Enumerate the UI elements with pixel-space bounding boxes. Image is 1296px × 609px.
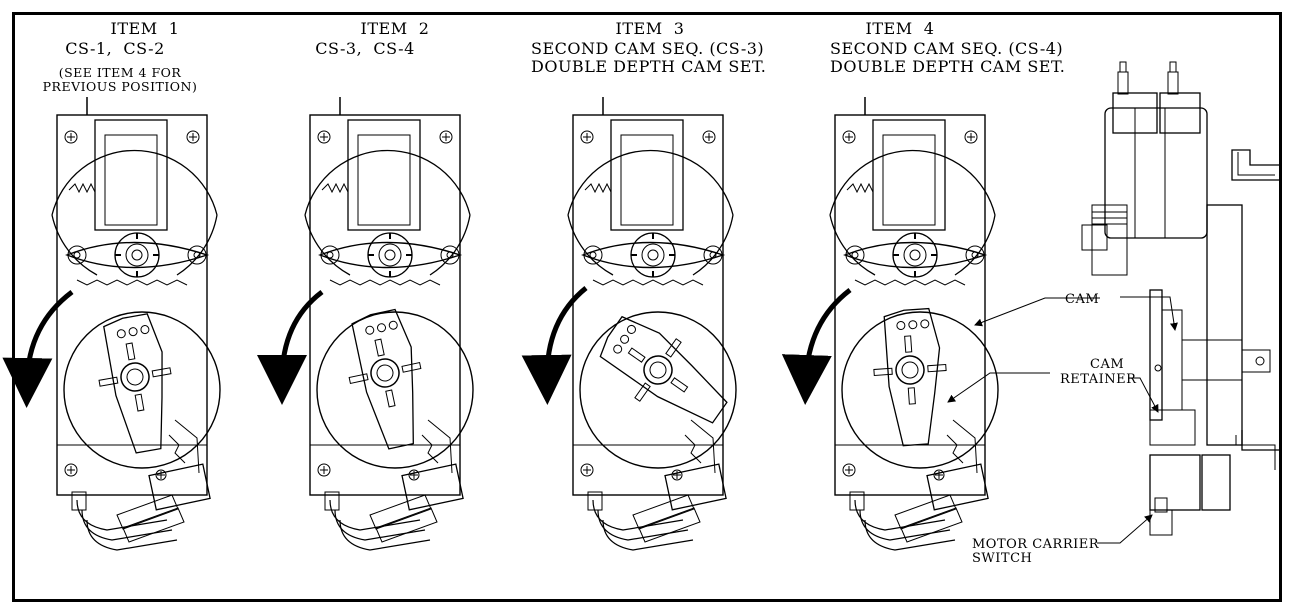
- item-1-note2: PREVIOUS POSITION): [42, 79, 198, 94]
- item-4-cam-retainer: [869, 306, 952, 449]
- callout-motor-carrier-line1: MOTOR CARRIER: [972, 537, 1100, 552]
- item-2-cam-retainer: [336, 306, 437, 455]
- item-1-title: ITEM 1: [110, 19, 180, 38]
- callout-cam-retainer-line2: RETAINER: [1060, 372, 1137, 387]
- motor-carrier-leader: [1097, 514, 1153, 544]
- side-view-assembly: [1081, 61, 1281, 536]
- item-1-note1: (SEE ITEM 4 FOR: [58, 65, 182, 80]
- item-4-title: ITEM 4: [865, 19, 935, 38]
- callout-motor-carrier-line2: SWITCH: [972, 551, 1033, 566]
- item-3-title: ITEM 3: [615, 19, 685, 38]
- callout-cam: CAM: [1065, 292, 1100, 307]
- item-2-assembly: [304, 96, 474, 551]
- item-1-assembly: [51, 96, 221, 551]
- item-3-cam-retainer: [587, 305, 741, 444]
- item-2-rotation-arrow: [257, 290, 324, 405]
- item-3-line2: DOUBLE DEPTH CAM SET.: [531, 57, 767, 76]
- cam-retainer-leader-line: [947, 372, 1050, 403]
- cam-leader-line: [974, 297, 1100, 327]
- item-1-line1: CS-1, CS-2: [65, 39, 165, 58]
- item-1-rotation-arrow: [2, 290, 74, 408]
- item-4-line2: DOUBLE DEPTH CAM SET.: [830, 57, 1066, 76]
- item-4-rotation-arrow: [781, 288, 852, 405]
- diagram-frame: [12, 12, 1282, 602]
- side-cam-leader: [1120, 296, 1178, 331]
- item-4-line1: SECOND CAM SEQ. (CS-4): [830, 39, 1064, 58]
- item-3-rotation-arrow: [521, 286, 588, 405]
- callout-cam-retainer-line1: CAM: [1090, 357, 1125, 372]
- side-retainer-leader: [1128, 377, 1159, 413]
- item-4-assembly: [829, 96, 999, 551]
- item-2-line1: CS-3, CS-4: [315, 39, 415, 58]
- item-2-title: ITEM 2: [360, 19, 430, 38]
- item-3-line1: SECOND CAM SEQ. (CS-3): [531, 39, 765, 58]
- item-3-assembly: [567, 96, 737, 551]
